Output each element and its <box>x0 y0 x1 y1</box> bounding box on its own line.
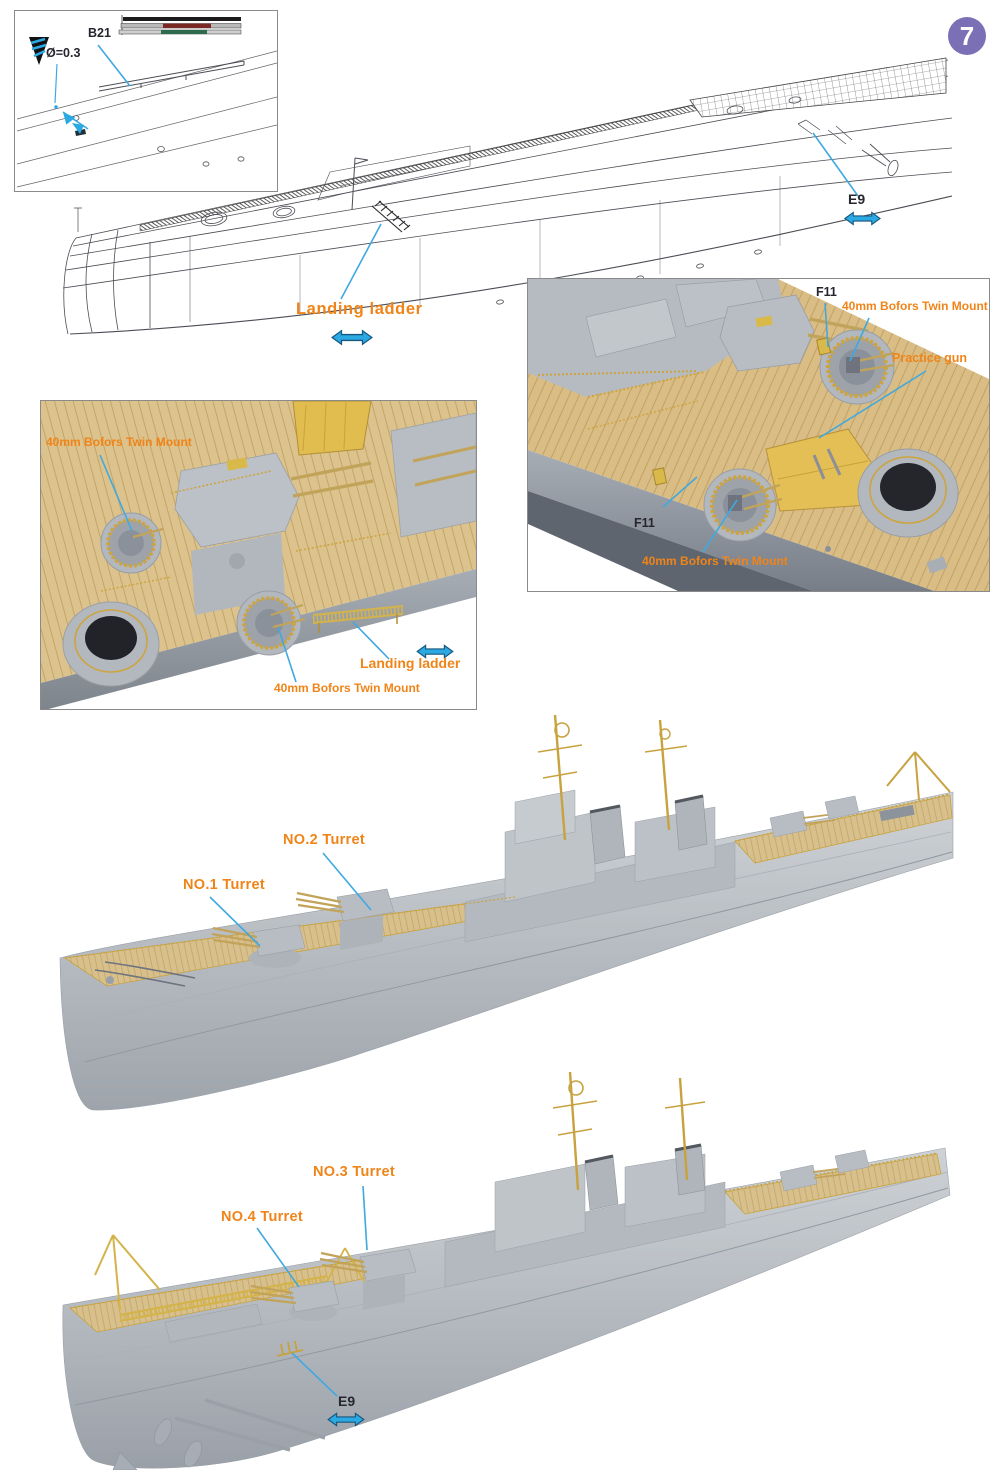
drill-bit-icon <box>29 37 49 65</box>
double-arrow-icon <box>327 1412 365 1427</box>
double-arrow-icon <box>331 329 373 346</box>
right-photo <box>528 279 989 591</box>
model-photo-bow-view <box>59 714 954 1111</box>
model-photo-stern-view <box>62 1071 951 1470</box>
hull-line-drawing <box>62 57 953 335</box>
bofors-tub-top <box>819 329 895 405</box>
part-label-b21: B21 <box>88 26 111 40</box>
e9-part <box>276 1340 304 1357</box>
bofors-label-left-bottom: 40mm Bofors Twin Mount <box>274 681 420 695</box>
no1-turret-label: NO.1 Turret <box>183 877 265 893</box>
part-label-f11-top: F11 <box>816 285 837 299</box>
part-label-f11-bottom: F11 <box>634 516 655 530</box>
detail-inset-box <box>14 10 278 192</box>
practice-gun-label: Practice gun <box>892 351 968 365</box>
landing-ladder-label-photo: Landing ladder <box>360 655 461 671</box>
drill-note: Ø=0.3 <box>46 46 81 60</box>
left-photo-inset <box>40 400 477 710</box>
strip-diagram <box>118 15 242 35</box>
page-number: 7 <box>959 20 975 51</box>
part-label-e9-bottom: E9 <box>338 1393 356 1409</box>
right-photo-inset <box>527 278 990 592</box>
no4-turret-label: NO.4 Turret <box>221 1209 303 1225</box>
landing-ladder-label: Landing ladder <box>296 300 423 318</box>
no2-turret-label: NO.2 Turret <box>283 832 365 848</box>
bofors-label-right-top: 40mm Bofors Twin Mount <box>842 299 988 313</box>
landing-ladder-part <box>312 605 404 633</box>
no3-turret-label: NO.3 Turret <box>313 1164 395 1180</box>
double-arrow-icon <box>416 644 454 659</box>
double-arrow-icon <box>844 211 881 226</box>
page-number-badge: 7 <box>948 17 986 55</box>
no3-turret <box>319 1248 417 1310</box>
bofors-label-left-top: 40mm Bofors Twin Mount <box>46 435 192 449</box>
left-photo <box>41 401 476 709</box>
detail-inset-drawing <box>16 15 277 188</box>
part-label-e9: E9 <box>848 191 866 207</box>
no4-turret <box>249 1280 340 1321</box>
bofors-label-right-bottom: 40mm Bofors Twin Mount <box>642 554 788 568</box>
